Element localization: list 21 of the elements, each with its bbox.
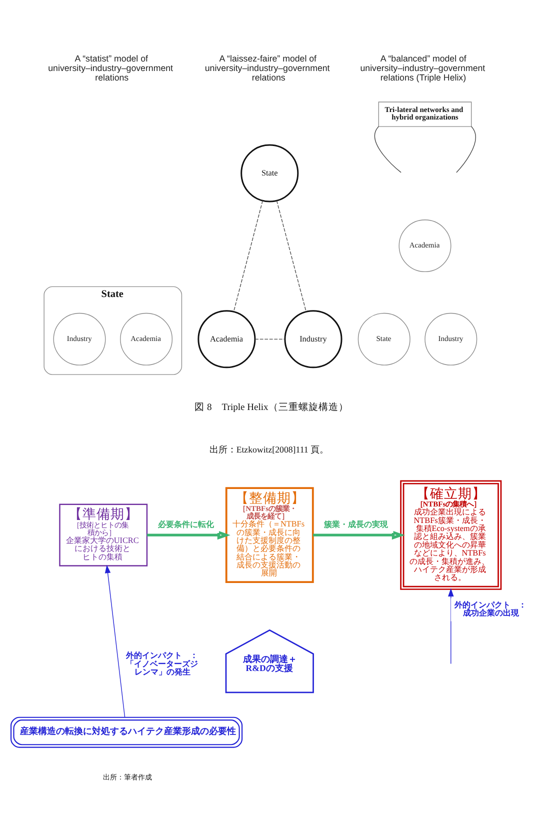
- connector: [276, 200, 306, 312]
- label: A “balanced” model of university–industry–government relations (Triple Helix): [360, 53, 486, 82]
- label: 図 8 Triple Helix（三重螺旋構造）: [194, 402, 348, 413]
- node-box: 産業構造の転換に対処するハイテク産業形成の必要性: [10, 716, 243, 748]
- arrow: [147, 530, 230, 540]
- connector: [456, 126, 476, 173]
- connector: [374, 126, 402, 173]
- node-circle: State: [358, 312, 410, 366]
- label: A “laissez-faire” model of university–industry–government relations: [204, 53, 330, 82]
- node-circle: Academia: [120, 312, 173, 366]
- arrow: [313, 530, 405, 540]
- connector: [254, 338, 286, 340]
- label: A “statist” model of university–industry–government relations: [48, 53, 174, 82]
- connector: [233, 200, 263, 312]
- arrow: [448, 588, 454, 664]
- node-circle: Industry: [53, 312, 106, 366]
- node-circle: Academia: [398, 220, 452, 272]
- arrow: [104, 564, 126, 718]
- label: 出所：Etzkowitz[2008]111 頁。: [209, 444, 329, 455]
- node-circle: Industry: [424, 312, 478, 366]
- node-box: Tri-lateral networks and hybrid organizations: [378, 102, 472, 127]
